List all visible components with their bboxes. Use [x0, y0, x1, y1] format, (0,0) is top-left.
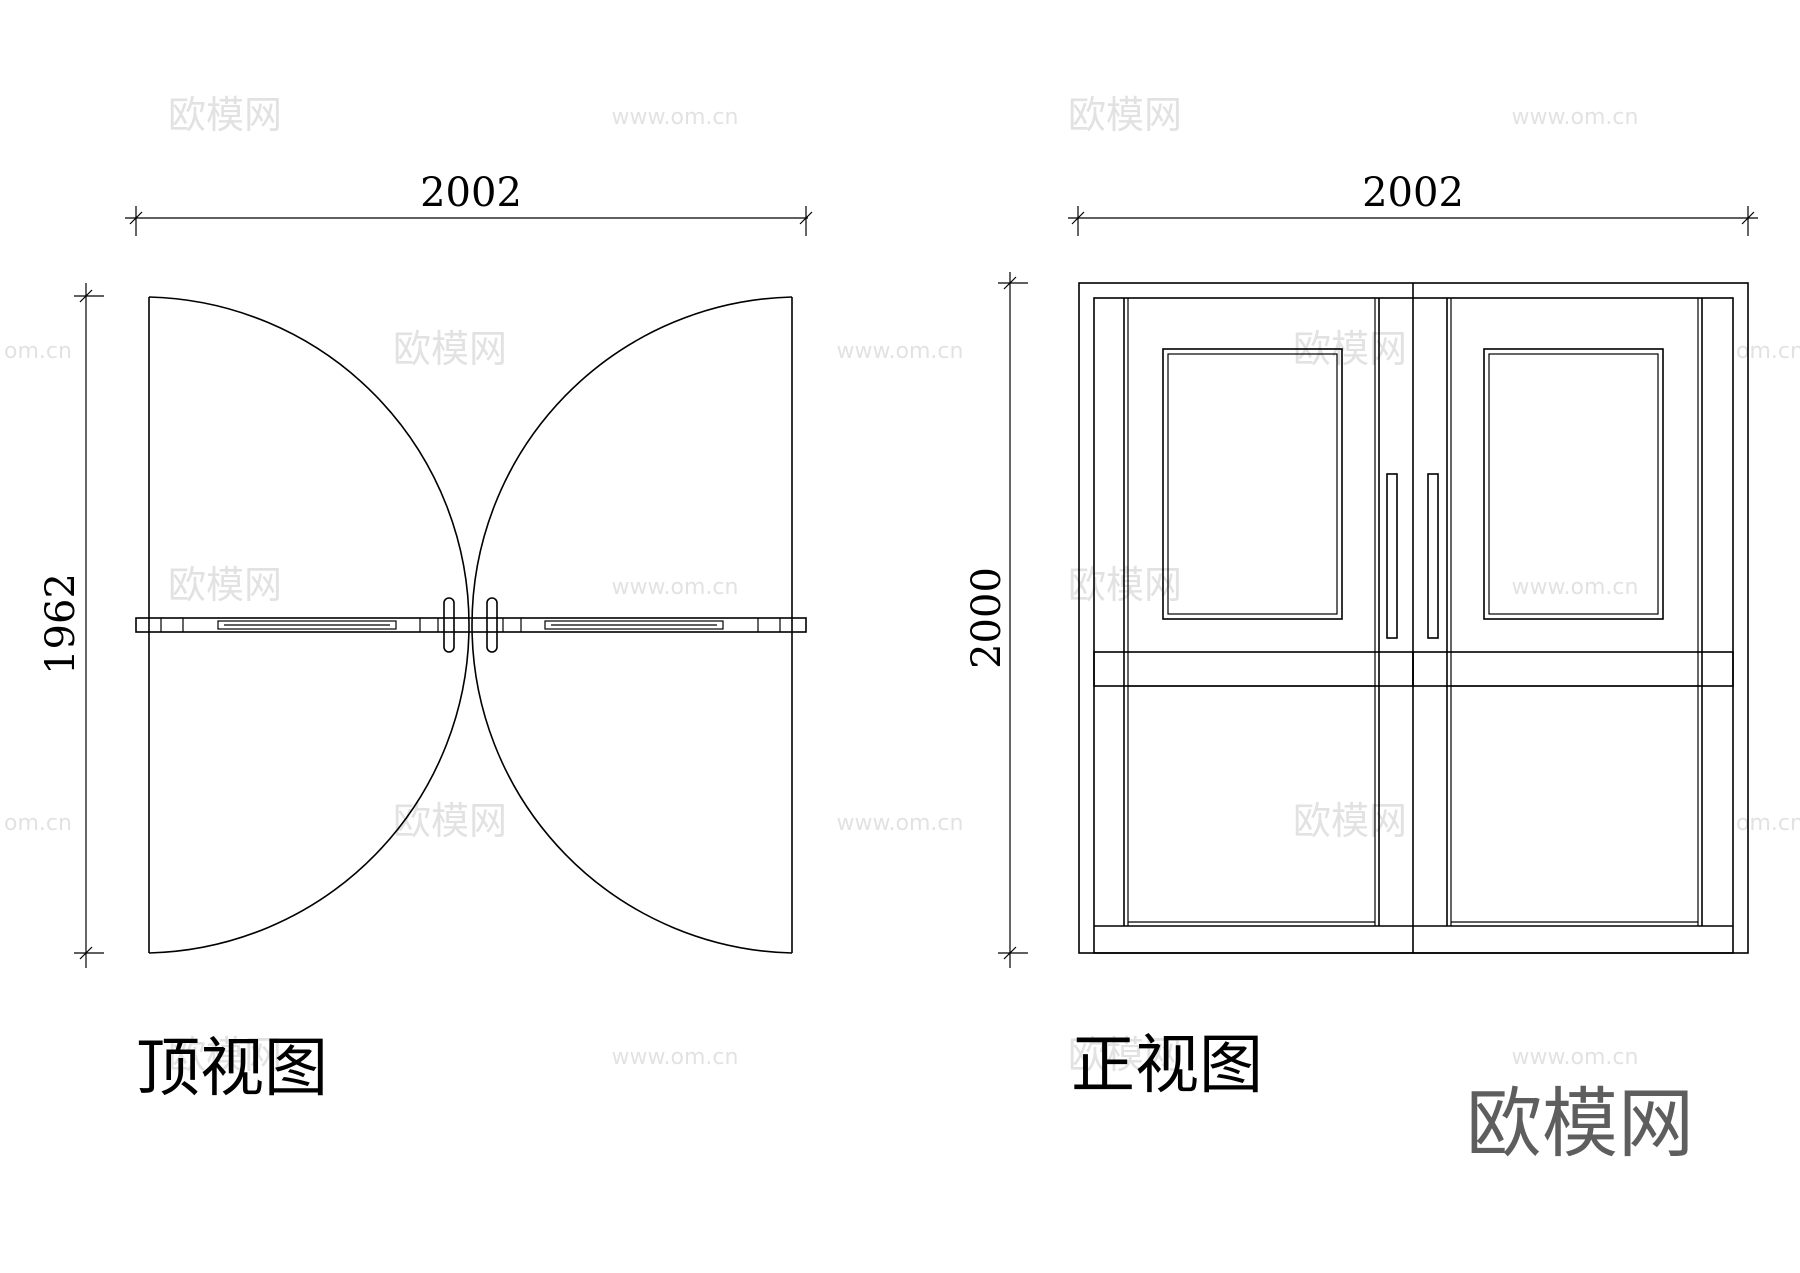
- top-view-height-value: 1962: [38, 573, 84, 675]
- dimension-tick: [1741, 211, 1755, 225]
- front-view-width-dimension: 2002: [1068, 170, 1758, 236]
- left-mid-rail: [1093, 651, 1414, 687]
- door-swing-outline: [148, 296, 793, 954]
- right-mid-rail: [1412, 651, 1734, 687]
- right-glass-panel-outer: [1483, 348, 1664, 620]
- right-pull-handle: [1427, 473, 1439, 639]
- watermark-cn: 欧模网: [1068, 93, 1182, 137]
- left-pull-handle: [1386, 473, 1398, 639]
- right-leaf-glass: [544, 620, 724, 630]
- watermark-url: om.cn: [1736, 811, 1800, 836]
- top-view-title: 顶视图: [136, 1032, 328, 1106]
- watermark-url: www.om.cn: [1512, 105, 1639, 130]
- front-view: 2002 2000: [964, 170, 1758, 1103]
- watermark-url: www.om.cn: [837, 811, 964, 836]
- left-leaf-glass: [217, 620, 397, 630]
- dimension-tick: [1003, 946, 1017, 960]
- watermark-cn: 欧模网: [1068, 563, 1182, 607]
- right-glass-panel-inner: [1488, 353, 1659, 615]
- top-view-width-value: 2002: [420, 170, 522, 216]
- top-view-height-dimension: 1962: [38, 283, 104, 968]
- dimension-tick: [129, 211, 143, 225]
- watermark-cn: 欧模网: [168, 1033, 282, 1077]
- door-leaves-section: [135, 597, 807, 653]
- watermark-cn: 欧模网: [168, 563, 282, 607]
- left-glass-panel-inner: [1167, 353, 1338, 615]
- front-view-title: 正视图: [1071, 1029, 1263, 1103]
- front-view-height-dimension: 2000: [964, 272, 1028, 968]
- watermark-url: www.om.cn: [1512, 575, 1639, 600]
- right-door-handle: [486, 597, 498, 653]
- left-door-leaf: [1093, 298, 1414, 926]
- front-view-width-value: 2002: [1362, 170, 1464, 216]
- top-view: 2002 1962: [38, 170, 813, 1106]
- brand-logo: 欧模网: [1466, 1079, 1694, 1168]
- watermark-cn: 欧模网: [393, 327, 507, 371]
- watermark-layer: 欧模网 www.om.cn 欧模网 www.om.cn om.cn 欧模网 ww…: [4, 93, 1800, 1077]
- dimension-tick: [1071, 211, 1085, 225]
- watermark-url: om.cn: [4, 811, 72, 836]
- watermark-url: www.om.cn: [612, 1045, 739, 1070]
- left-door-swing-arc: [148, 296, 470, 954]
- watermark-cn: 欧模网: [1068, 1033, 1182, 1077]
- top-view-width-dimension: 2002: [125, 170, 813, 236]
- watermark-cn: 欧模网: [1293, 799, 1407, 843]
- left-glass-panel-outer: [1162, 348, 1343, 620]
- watermark-cn: 欧模网: [168, 93, 282, 137]
- dimension-tick: [1003, 276, 1017, 290]
- watermark-url: om.cn: [1736, 339, 1800, 364]
- dimension-tick: [799, 211, 813, 225]
- dimension-tick: [79, 946, 93, 960]
- watermark-cn: 欧模网: [393, 799, 507, 843]
- door-frame: [1078, 282, 1749, 954]
- watermark-url: www.om.cn: [612, 575, 739, 600]
- left-door-handle: [443, 597, 455, 653]
- watermark-url: om.cn: [4, 339, 72, 364]
- dimension-tick: [79, 289, 93, 303]
- front-view-height-value: 2000: [964, 567, 1010, 669]
- door-leaf-frame: [135, 617, 807, 633]
- watermark-url: www.om.cn: [1512, 1045, 1639, 1070]
- right-door-leaf: [1412, 298, 1734, 926]
- right-door-swing-arc: [471, 296, 793, 954]
- watermark-url: www.om.cn: [612, 105, 739, 130]
- watermark-url: www.om.cn: [837, 339, 964, 364]
